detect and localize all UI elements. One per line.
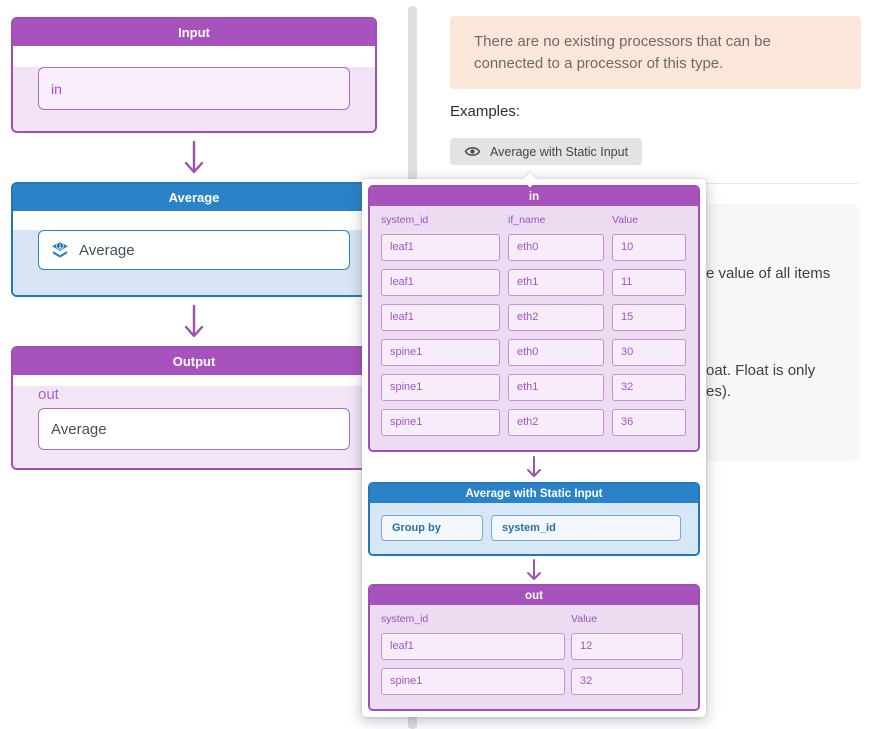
table-cell: eth1 — [508, 269, 604, 296]
down-arrow-icon — [527, 559, 541, 580]
group-by-value-cell: system_id — [491, 515, 681, 541]
occluded-text-line: es). — [706, 383, 732, 400]
table-cell: leaf1 — [381, 269, 500, 296]
table-cell: eth1 — [508, 374, 604, 401]
example-preview-button[interactable]: Average with Static Input — [450, 138, 643, 165]
table-cell: 32 — [571, 668, 683, 695]
column-header: system_id — [381, 613, 429, 625]
input-node-body: in — [13, 67, 375, 131]
example-in-table-body: system_id if_name Value leaf1 eth0 10 le… — [370, 206, 698, 450]
column-header: if_name — [508, 214, 546, 226]
example-out-table-body: system_id Value leaf1 12 spine1 32 — [370, 605, 698, 709]
no-processors-notice: There are no existing processors that ca… — [450, 16, 861, 89]
output-name-value: Average — [51, 420, 107, 438]
table-cell: leaf1 — [381, 234, 500, 261]
processor-type-select[interactable]: 1 Average — [38, 230, 350, 270]
example-in-table-header: in — [370, 187, 698, 206]
example-processor-body: Group by system_id — [370, 503, 698, 554]
popup-arrow-container — [368, 556, 700, 584]
processor-type-value: Average — [79, 241, 135, 259]
down-arrow-icon — [527, 456, 541, 477]
svg-text:1: 1 — [58, 244, 61, 250]
down-arrow-icon — [184, 140, 204, 174]
table-cell: leaf1 — [381, 633, 565, 660]
example-out-table-title: out — [525, 589, 543, 602]
input-node: Input in — [11, 17, 377, 133]
table-cell: 32 — [612, 374, 686, 401]
table-cell: eth2 — [508, 409, 604, 436]
input-name-value: in — [51, 80, 62, 97]
popup-arrow-container — [368, 452, 700, 482]
example-processor-title: Average with Static Input — [465, 487, 603, 500]
example-in-table-title: in — [528, 190, 540, 203]
table-cell: spine1 — [381, 374, 500, 401]
example-processor-header: Average with Static Input — [370, 484, 698, 503]
input-node-title: Input — [178, 25, 210, 40]
input-name-field[interactable]: in — [38, 67, 350, 110]
average-node: Average 1 Average — [11, 182, 377, 297]
group-by-label-cell: Group by — [381, 515, 483, 541]
output-node: Output out Average — [11, 346, 377, 470]
output-node-title: Output — [172, 354, 216, 369]
table-cell: 15 — [612, 304, 686, 331]
table-cell: leaf1 — [381, 304, 500, 331]
average-node-header: Average — [13, 184, 375, 211]
example-out-table: out system_id Value leaf1 12 spine1 32 — [368, 584, 700, 711]
down-arrow-icon — [184, 304, 204, 338]
example-out-table-header: out — [370, 586, 698, 605]
input-node-header: Input — [13, 19, 375, 46]
table-cell: spine1 — [381, 339, 500, 366]
column-header: system_id — [381, 214, 429, 226]
example-in-table: in system_id if_name Value leaf1 eth0 10… — [368, 185, 700, 452]
output-name-field[interactable]: Average — [38, 408, 350, 450]
table-cell: spine1 — [381, 668, 565, 695]
example-tooltip-popup: in system_id if_name Value leaf1 eth0 10… — [362, 170, 706, 717]
table-cell: eth0 — [508, 234, 604, 261]
table-cell: 12 — [571, 633, 683, 660]
example-processor-box: Average with Static Input Group by syste… — [368, 482, 700, 556]
table-cell: spine1 — [381, 409, 500, 436]
table-cell: 36 — [612, 409, 686, 436]
examples-label: Examples: — [450, 103, 521, 120]
table-cell: eth0 — [508, 339, 604, 366]
output-node-body: out Average — [13, 386, 375, 468]
occluded-text-line: e value of all items — [706, 265, 831, 282]
example-preview-label: Average with Static Input — [490, 144, 629, 159]
occluded-text-line: oat. Float is only — [706, 362, 816, 379]
output-node-header: Output — [13, 348, 375, 375]
eye-icon — [464, 147, 481, 156]
average-node-body: 1 Average — [13, 230, 375, 295]
column-header: Value — [571, 613, 598, 625]
table-cell: eth2 — [508, 304, 604, 331]
table-cell: 10 — [612, 234, 686, 261]
average-node-title: Average — [168, 190, 220, 205]
table-cell: 30 — [612, 339, 686, 366]
output-field-label: out — [38, 386, 59, 403]
table-cell: 11 — [612, 269, 686, 296]
layers-diamond-icon: 1 — [52, 241, 68, 258]
column-header: Value — [612, 214, 639, 226]
